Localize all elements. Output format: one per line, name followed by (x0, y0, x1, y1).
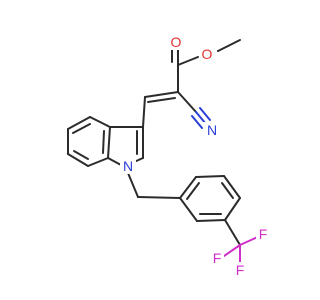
bond-ch2-ring (137, 196, 181, 199)
bond-c7-c7a (87, 157, 109, 167)
bond-b1-b2 (179, 176, 197, 199)
bond-c6-c7-inner (73, 150, 89, 160)
bond-n1-c7a (107, 157, 122, 166)
atom-f-bottom: F (236, 262, 245, 278)
bond-nitrile-3 (199, 107, 211, 121)
atom-label-layer: O O N N F F F (120, 34, 270, 278)
bond-c6-c7 (67, 153, 89, 167)
bond-vinyl-c3 (142, 96, 146, 128)
bond-b3-b4-inner (221, 182, 234, 199)
atom-f-top: F (259, 226, 268, 242)
bond-b6-b1 (179, 197, 198, 222)
bond-c3a-c7a-inner (102, 130, 105, 154)
bond-nitrile-2 (191, 115, 203, 129)
atom-o-carbonyl: O (171, 34, 182, 50)
atom-f-left: F (213, 250, 222, 266)
bond-n1-ch2 (127, 172, 139, 198)
bond-b5-cf3 (224, 219, 241, 246)
bond-layer (67, 39, 263, 267)
atom-n-nitrile: N (207, 122, 217, 138)
bond-cf3-f-left (223, 244, 241, 257)
bond-c7a-c3a (107, 126, 111, 159)
bond-b1-b2-inner (186, 182, 200, 200)
bond-alpha-cn (177, 91, 197, 113)
bond-b5-b6 (196, 219, 226, 222)
bond-c3a-c4 (89, 116, 111, 128)
bond-c4-c5 (67, 116, 91, 130)
bond-b3-b4 (223, 175, 241, 199)
bond-alpha-vinyl (144, 91, 179, 98)
bond-c-oester (177, 56, 199, 66)
molecule-structure: O O N N F F F (67, 34, 270, 278)
bond-b2-b3 (195, 175, 225, 178)
bond-alpha-vinyl-2 (147, 97, 176, 103)
bond-b4-b5 (224, 197, 241, 221)
atom-o-ester: O (202, 46, 213, 62)
atom-n-indole: N (123, 158, 133, 174)
bond-c4-c5-inner (72, 123, 91, 134)
bond-oester-methyl (217, 39, 241, 52)
